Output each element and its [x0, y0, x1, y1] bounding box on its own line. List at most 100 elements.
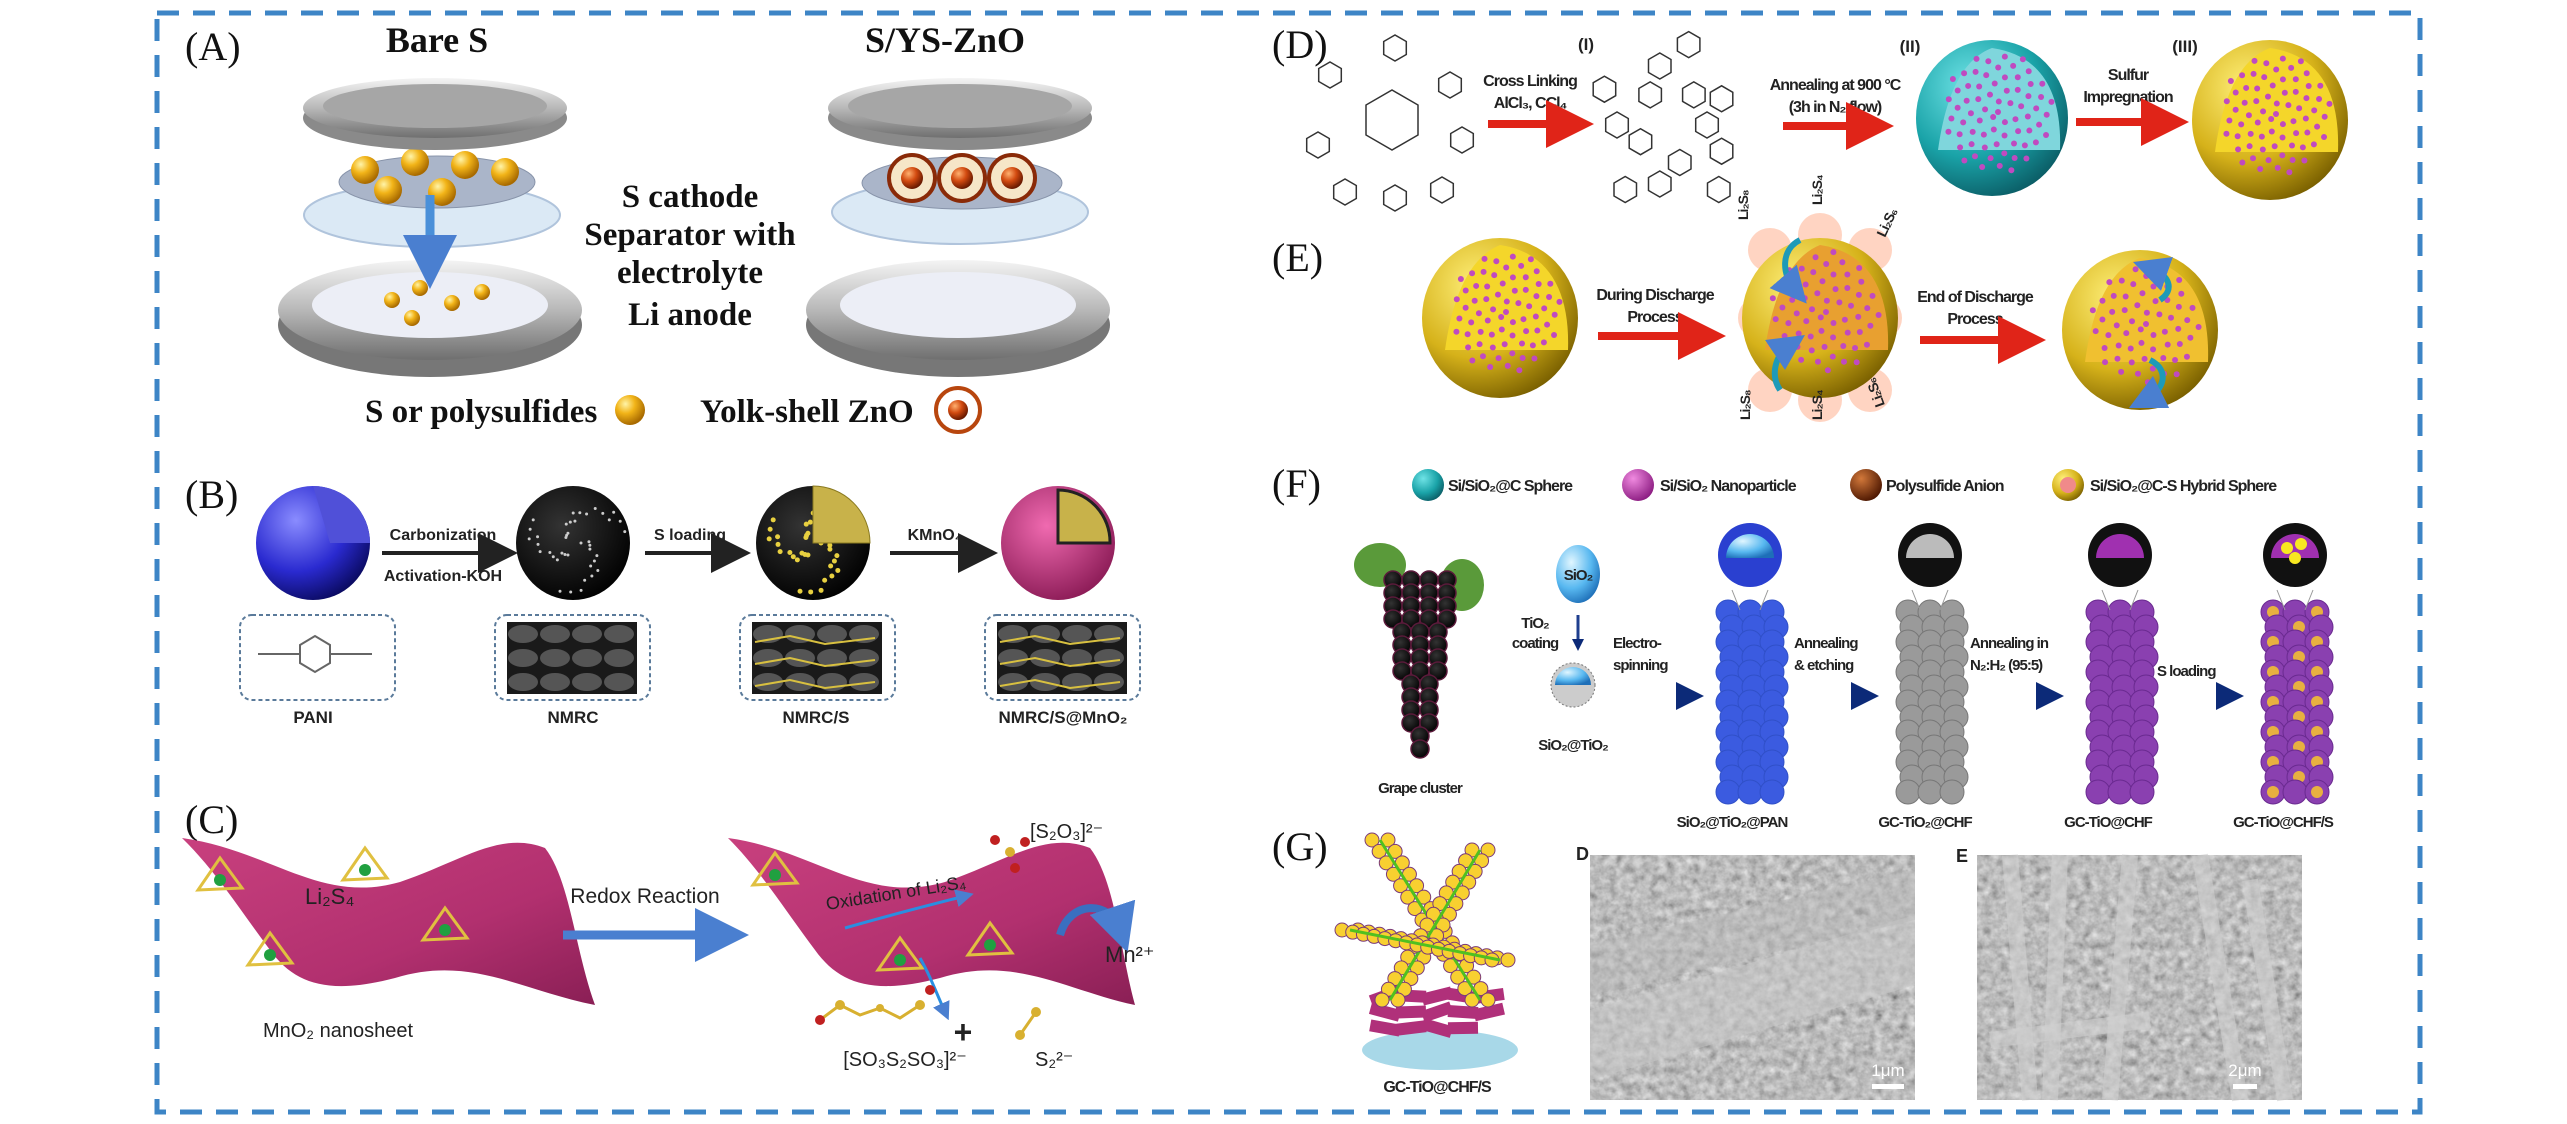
nanoparticle — [2279, 76, 2286, 83]
nanoparticle — [1869, 292, 1876, 299]
nanoparticle — [2018, 103, 2025, 110]
nanoparticle — [1969, 128, 1976, 135]
yolk-core — [951, 167, 973, 189]
s2-molecule-icon — [1015, 1007, 1041, 1040]
top-cap-inner — [848, 84, 1072, 128]
nanoparticle — [2302, 115, 2309, 122]
sulfur-chain — [754, 656, 876, 668]
nanoparticle — [2001, 119, 2008, 126]
nanoparticle — [1526, 303, 1533, 310]
pore-dot — [573, 519, 577, 523]
coating-label: coating — [1512, 635, 1559, 652]
nanoparticle — [1462, 287, 1469, 294]
dashed-frame — [154, 10, 2423, 1115]
nanoparticle — [1516, 367, 1523, 374]
sem-tag-e: E — [1956, 846, 1968, 866]
nanoparticle — [2025, 93, 2032, 100]
sulfur-dot — [770, 517, 776, 523]
nanoparticle — [1469, 357, 1476, 364]
nanoparticle — [2114, 355, 2121, 362]
yolk-core-icon — [948, 400, 968, 420]
sulfur-ball — [351, 156, 379, 184]
pore-dot — [551, 555, 555, 559]
nanoparticle — [2184, 317, 2191, 324]
pani-sphere-cutaway — [313, 486, 370, 543]
sulfur-dot — [834, 553, 840, 559]
shuttle-arrow-icon — [1769, 237, 1807, 304]
product-gc-tio-chf-s: GC-TiO@CHF/S — [2233, 814, 2334, 831]
step-annealing-conditions: (3h in N₂ flow) — [1789, 99, 1882, 116]
nanoparticle — [1794, 343, 1801, 350]
sio2-tio2-label: SiO₂@TiO₂ — [1538, 737, 1608, 754]
pore-dot — [578, 511, 582, 515]
nanoparticle — [1453, 328, 1460, 335]
thiosulfate-molecule-icon — [990, 835, 1030, 873]
sulfur-core — [2295, 538, 2307, 550]
nanoparticle — [1547, 280, 1554, 287]
nanoparticle — [1803, 318, 1810, 325]
sulfur-ball — [374, 176, 402, 204]
network-ring — [1709, 137, 1734, 166]
si-nanoparticles — [1453, 249, 2202, 386]
nanoparticle — [2134, 302, 2141, 309]
material-nmrc: NMRC — [548, 708, 599, 727]
nanoparticle — [1818, 327, 1825, 334]
sulfur-dot — [808, 589, 814, 595]
nanoparticle — [1779, 304, 1786, 311]
nanoparticle — [1990, 114, 1997, 121]
fiber-band — [2192, 853, 2248, 1102]
sulfur-dot — [794, 557, 800, 563]
pore-dot — [538, 550, 542, 554]
carbon-pore — [785, 625, 815, 643]
nanoparticle — [1995, 109, 2001, 115]
nanoparticle — [2316, 96, 2323, 103]
nanoparticle — [2176, 277, 2183, 284]
panel-c-label: (C) — [185, 797, 238, 842]
nanoparticle — [2014, 86, 2021, 93]
nanoparticle — [2195, 324, 2202, 331]
nanoparticle — [2321, 113, 2328, 120]
nanoparticle — [1491, 272, 1498, 279]
nanoparticle — [1858, 278, 1865, 285]
nanoparticle — [2326, 100, 2333, 107]
nanoparticle — [2310, 141, 2317, 148]
nanoparticle — [1808, 347, 1815, 354]
nanoparticle — [1844, 329, 1851, 336]
step-during-discharge-process: Process — [1627, 309, 1683, 326]
nanoparticle — [2297, 58, 2304, 65]
product-sio2-tio2-pan: SiO₂@TiO₂@PAN — [1677, 814, 1788, 831]
nanoparticle — [1844, 271, 1851, 278]
electron-path — [1349, 928, 1501, 962]
nanoparticle — [2321, 133, 2328, 140]
nanoparticle — [2187, 334, 2194, 341]
nanoparticle-icon — [1622, 469, 1654, 501]
nanoparticle — [1823, 297, 1830, 304]
nanoparticle — [1498, 326, 1505, 333]
panel-f: (F) Si/SiO₂@C Sphere Si/SiO₂ Nanoparticl… — [1272, 461, 2335, 831]
inset-frame — [739, 614, 896, 701]
carbon-pore — [540, 625, 570, 643]
nanoparticle — [1855, 291, 1862, 298]
carbon-pore — [604, 625, 634, 643]
nanoparticle — [1495, 355, 1502, 362]
fiber-bead — [1917, 779, 1943, 805]
sulfur-dot — [790, 554, 796, 560]
sulfur-dot — [803, 534, 809, 540]
carbon-pore — [508, 673, 538, 691]
nanoparticle — [1504, 362, 1511, 369]
stage-iii-label: (III) — [2172, 37, 2198, 56]
carbon-pore — [817, 649, 847, 667]
pore-dot — [566, 553, 570, 557]
nanoparticle — [1479, 353, 1486, 360]
carbon-pore — [604, 649, 634, 667]
nanoparticle — [1503, 309, 1509, 315]
polysulfide-label: Li₂S₄ — [1809, 390, 1825, 420]
step-cross-linking: Cross Linking — [1483, 73, 1577, 90]
nanoparticle — [2105, 332, 2112, 339]
nanoparticle — [1986, 91, 1993, 98]
nanoparticle — [2271, 143, 2278, 150]
step-s-loading: S loading — [2157, 663, 2216, 680]
nanoparticle — [1484, 283, 1491, 290]
nanoparticle — [2024, 113, 2031, 120]
nanoparticle — [1856, 329, 1863, 336]
